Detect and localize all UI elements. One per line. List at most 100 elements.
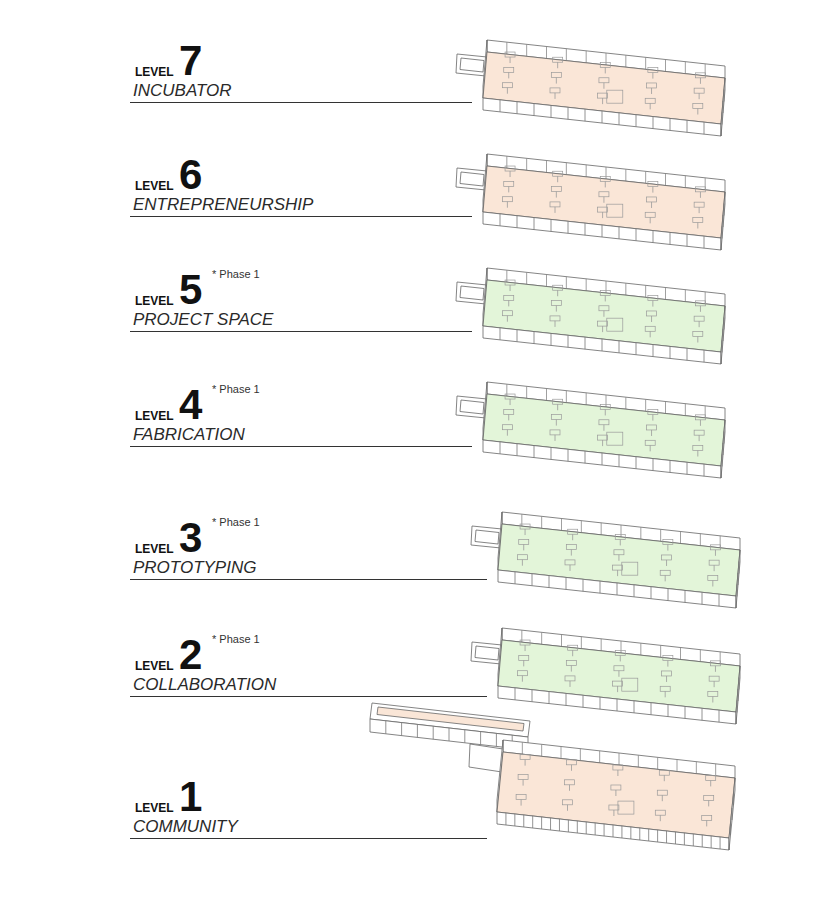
column-capital: [504, 295, 514, 300]
phase-note: * Phase 1: [212, 269, 260, 280]
column-shaft: [651, 430, 652, 436]
column-capital: [708, 692, 718, 697]
column-capital: [599, 420, 609, 425]
wall-mullion: [566, 163, 567, 175]
column-shaft: [508, 186, 509, 192]
column-capital: [662, 671, 672, 676]
window-mullion: [517, 444, 518, 456]
wall-mullion: [640, 643, 641, 655]
window-mullion: [738, 689, 739, 701]
window-mullion: [401, 723, 402, 736]
level-word: LEVEL: [135, 543, 174, 555]
column-capital: [648, 296, 658, 301]
window-mullion: [534, 104, 535, 116]
column-capital: [505, 166, 515, 171]
wall-mullion: [696, 762, 697, 774]
wall-mullion: [606, 53, 607, 65]
column-shaft: [555, 207, 556, 213]
column-capital: [553, 171, 563, 176]
stair-core: [622, 562, 638, 575]
window-mullion: [551, 105, 552, 117]
end-wall: [721, 78, 725, 136]
column-capital: [693, 218, 703, 223]
level-word: LEVEL: [135, 66, 174, 78]
wall-mullion: [599, 751, 600, 763]
wall-mullion: [700, 650, 701, 662]
column-capital: [502, 83, 512, 88]
stair-annex-inner: [460, 400, 484, 414]
column-shaft: [710, 780, 711, 786]
level-word: LEVEL: [135, 295, 174, 307]
window-mullion: [704, 350, 705, 362]
window-mullion: [600, 581, 601, 593]
column-capital: [502, 197, 512, 202]
column-shaft: [618, 671, 619, 677]
column-capital: [660, 570, 670, 575]
level-underline: [130, 838, 487, 839]
wall-mullion: [660, 645, 661, 657]
window-mullion: [566, 693, 567, 705]
column-shaft: [715, 666, 716, 672]
column-shaft: [571, 765, 572, 771]
window-mullion: [693, 834, 694, 846]
column-shaft: [617, 770, 618, 776]
window-mullion: [724, 432, 725, 444]
window-mullion: [602, 453, 603, 465]
column-capital: [504, 67, 514, 72]
window-mullion: [602, 225, 603, 237]
column-shaft: [556, 420, 557, 426]
window-mullion: [500, 100, 501, 112]
column-capital: [600, 62, 610, 67]
window-mullion: [496, 733, 497, 746]
window-mullion: [500, 442, 501, 454]
column-capital: [694, 430, 704, 435]
wall-mullion: [685, 290, 686, 302]
window-mullion: [464, 730, 465, 743]
column-capital: [520, 755, 530, 760]
column-capital: [647, 425, 657, 430]
wall-mullion: [715, 764, 716, 776]
column-shaft: [557, 176, 558, 182]
column-shaft: [605, 295, 606, 301]
column-capital: [695, 415, 705, 420]
window-mullion: [613, 825, 614, 837]
window-mullion: [577, 821, 578, 833]
column-capital: [710, 545, 720, 550]
window-mullion: [585, 337, 586, 349]
level-number: 6: [179, 154, 202, 196]
window-mullion: [702, 592, 703, 604]
column-capital: [517, 671, 527, 676]
wall-mullion: [625, 283, 626, 295]
column-capital: [613, 681, 623, 686]
level-underline: [130, 696, 487, 697]
wall-mullion: [566, 391, 567, 403]
column-capital: [502, 425, 512, 430]
column-shaft: [602, 326, 603, 332]
window-mullion: [619, 341, 620, 353]
stair-annex-inner: [460, 286, 484, 300]
front-wall: [483, 98, 721, 136]
wall-mullion: [625, 397, 626, 409]
column-shaft: [651, 202, 652, 208]
column-shaft: [523, 544, 524, 550]
column-capital: [693, 104, 703, 109]
wall-mullion: [619, 753, 620, 765]
wall-mullion: [665, 174, 666, 186]
column-shaft: [605, 181, 606, 187]
column-shaft: [651, 316, 652, 322]
window-mullion: [586, 822, 587, 834]
floor-plate: [456, 40, 725, 136]
column-shaft: [571, 550, 572, 556]
level-name: COLLABORATION: [133, 676, 276, 693]
column-capital: [553, 399, 563, 404]
window-mullion: [619, 113, 620, 125]
wall-mullion: [561, 519, 562, 531]
column-shaft: [557, 290, 558, 296]
column-shaft: [652, 415, 653, 421]
window-mullion: [600, 697, 601, 709]
window-mullion: [670, 118, 671, 130]
wall-mullion: [625, 55, 626, 67]
column-shaft: [510, 57, 511, 63]
stair-annex: [471, 642, 502, 664]
